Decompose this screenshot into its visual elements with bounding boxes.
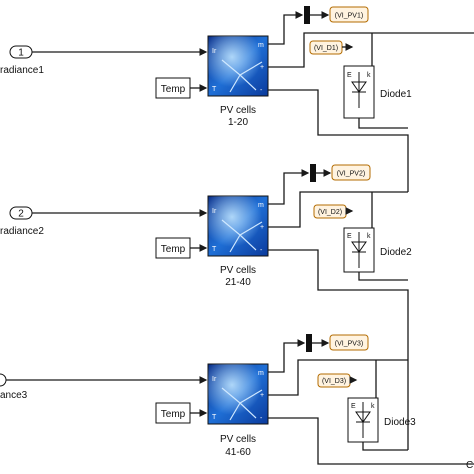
from-tag-vi-d3-label: (VI_D3): [322, 378, 346, 385]
diode3-port-k: k: [371, 403, 375, 410]
pv2-caption-line2: 21-40: [225, 277, 251, 288]
inport-2-number: 2: [18, 209, 24, 220]
temp-block-3-label: Temp: [161, 409, 186, 420]
pv1-port-ir: Ir: [212, 48, 217, 55]
pv3-port-ir: Ir: [212, 376, 217, 383]
section-1: 1 radiance1 Temp Ir T m + - PV cells 1-2…: [0, 6, 474, 192]
diode-block-3[interactable]: E k: [347, 397, 379, 443]
pv-cells-block-2[interactable]: Ir T m + -: [207, 195, 269, 257]
diode2-port-e: E: [347, 233, 352, 240]
pv3-port-plus: +: [260, 392, 264, 399]
pv3-caption-line2: 41-60: [225, 447, 251, 458]
inport-3[interactable]: [0, 373, 7, 387]
diode3-port-e: E: [351, 403, 356, 410]
from-tag-vi-d1-label: (VI_D1): [314, 45, 338, 52]
section-2: 2 radiance2 Temp Ir T m + - PV cells 21-…: [0, 164, 412, 348]
inport-1-number: 1: [18, 48, 24, 59]
pv2-port-ir: Ir: [212, 208, 217, 215]
pv1-port-plus: +: [260, 64, 264, 71]
diode-block-2[interactable]: E k: [343, 227, 375, 273]
from-tag-vi-d2-label: (VI_D2): [318, 209, 342, 216]
pv3-port-t: T: [212, 414, 217, 421]
diode3-label: Diode3: [384, 417, 416, 428]
diode-block-1[interactable]: E k: [343, 65, 375, 119]
temp-block-1-label: Temp: [161, 84, 186, 95]
pv1-port-m: m: [258, 42, 264, 49]
pv2-caption-line1: PV cells: [220, 265, 256, 276]
pv1-caption-line2: 1-20: [228, 117, 248, 128]
pv3-port-m: m: [258, 370, 264, 377]
diode2-port-k: k: [367, 233, 371, 240]
bus-selector-3[interactable]: [306, 334, 312, 352]
goto-tag-vi-pv1-label: (VI_PV1): [335, 13, 363, 20]
pv1-port-minus: -: [260, 87, 263, 94]
goto-tag-vi-pv1[interactable]: [329, 6, 369, 23]
pv-cells-block-3[interactable]: Ir T m + -: [207, 363, 269, 425]
outport-partial-label: C: [466, 460, 473, 471]
temp-block-2-label: Temp: [161, 244, 186, 255]
goto-tag-vi-pv2[interactable]: [331, 164, 371, 181]
pv2-port-plus: +: [260, 224, 264, 231]
pv3-port-minus: -: [260, 415, 263, 422]
pv1-caption-line1: PV cells: [220, 105, 256, 116]
bus-selector-2[interactable]: [310, 164, 316, 182]
section-3: ance3 Temp Ir T m + - PV cells 41-60 (VI…: [0, 334, 474, 465]
goto-tag-vi-pv3-label: (VI_PV3): [335, 341, 363, 348]
pv2-port-t: T: [212, 246, 217, 253]
diode1-port-e: E: [347, 72, 352, 79]
inport-2-label: radiance2: [0, 226, 44, 237]
goto-tag-vi-pv3[interactable]: [329, 334, 369, 351]
diode2-label: Diode2: [380, 247, 412, 258]
pv2-port-minus: -: [260, 247, 263, 254]
pv2-port-m: m: [258, 202, 264, 209]
goto-tag-vi-pv2-label: (VI_PV2): [337, 171, 365, 178]
inport-3-label: ance3: [0, 390, 28, 401]
pv1-port-t: T: [212, 86, 217, 93]
diode1-port-k: k: [367, 72, 371, 79]
bus-selector-1[interactable]: [304, 6, 310, 24]
pv-cells-block-1[interactable]: Ir T m + -: [207, 35, 269, 97]
inport-1-label: radiance1: [0, 65, 44, 76]
pv3-caption-line1: PV cells: [220, 434, 256, 445]
diode1-label: Diode1: [380, 89, 412, 100]
